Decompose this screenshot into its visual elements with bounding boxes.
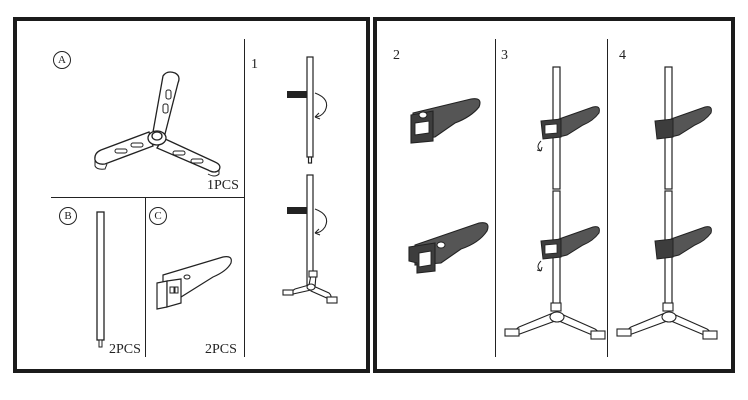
step-2-number: 2 [393, 48, 400, 63]
step-2-bracket-open-illustration [408, 222, 489, 274]
vertical-divider [244, 39, 245, 357]
part-a-quantity: 1PCS [207, 178, 239, 193]
step-1-number: 1 [251, 57, 258, 72]
vertical-divider-small [145, 197, 146, 357]
part-c-quantity: 2PCS [205, 342, 237, 357]
part-c-label: C [149, 207, 167, 225]
part-a-label: A [53, 51, 71, 69]
step-2-bracket-illustration [410, 98, 481, 144]
horizontal-divider [51, 197, 244, 198]
step-4-assembly-illustration [616, 66, 718, 340]
step-4-number: 4 [619, 48, 626, 63]
step-3-number: 3 [501, 48, 508, 63]
step-divider-2 [607, 39, 608, 357]
step-1-illustration [282, 56, 338, 304]
part-b-pole-illustration [96, 211, 105, 348]
assembly-steps-panel: 2 3 [373, 17, 735, 373]
part-c-bracket-illustration [156, 256, 232, 310]
part-b-quantity: 2PCS [109, 342, 141, 357]
parts-and-step1-panel: A 1PCS B [13, 17, 370, 373]
step-3-assembly-illustration [504, 66, 606, 340]
part-a-base-illustration [94, 71, 221, 177]
step-divider-1 [495, 39, 496, 357]
part-b-label: B [59, 207, 77, 225]
